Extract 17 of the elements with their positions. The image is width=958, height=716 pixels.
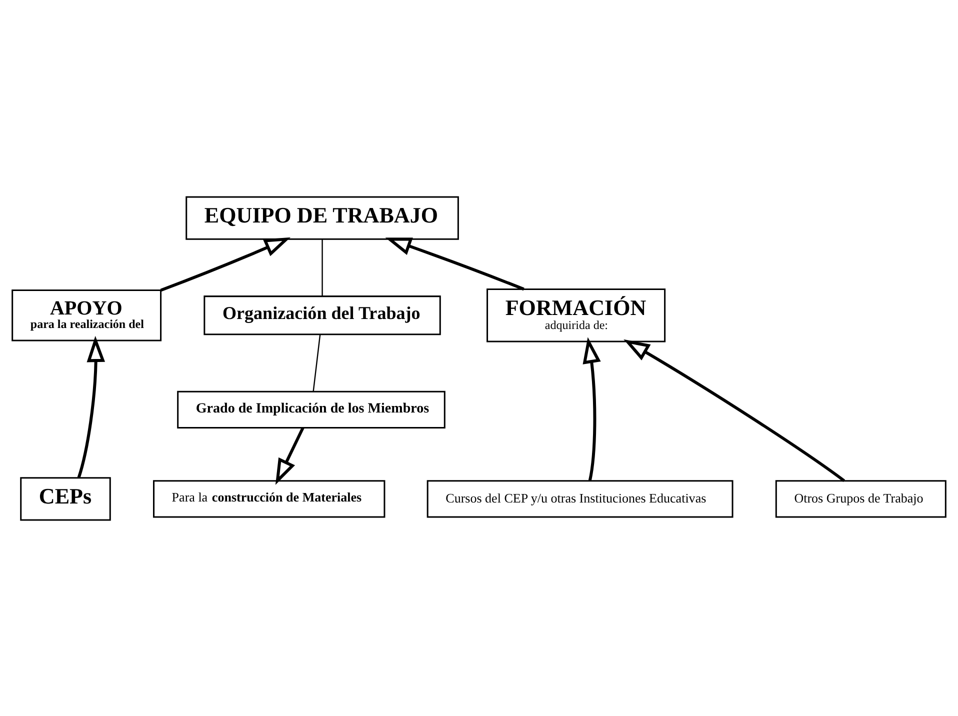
- arrow: [624, 338, 846, 482]
- node-box: EQUIPO DE TRABAJO: [186, 196, 459, 240]
- connector: [322, 238, 323, 296]
- node-box: CEPs: [20, 476, 111, 520]
- node-box: Para la construcción de Materiales: [153, 480, 386, 518]
- arrow: [275, 426, 304, 484]
- node-box: Organización del Trabajo: [204, 295, 441, 335]
- arrow: [582, 336, 601, 480]
- node-box: Cursos del CEP y/u otras Instituciones Educativas: [426, 480, 734, 518]
- node-box: FORMACIÓN adquirida de:: [486, 288, 666, 342]
- node-box: Otros Grupos de Trabajo: [775, 480, 946, 518]
- connector: [312, 334, 321, 391]
- node-box: Grado de Implicación de los Miembros: [177, 390, 446, 428]
- arrow: [385, 237, 524, 290]
- arrow: [160, 236, 291, 292]
- node-box: APOYO para la realización del: [12, 289, 162, 341]
- arrow: [77, 335, 106, 478]
